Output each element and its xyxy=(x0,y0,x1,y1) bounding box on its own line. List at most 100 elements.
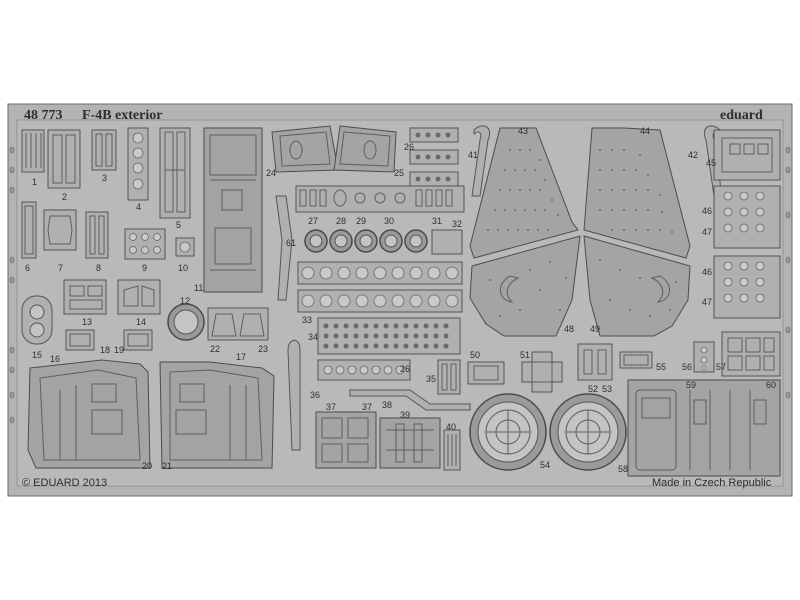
label-8: 8 xyxy=(96,263,101,273)
label-3: 3 xyxy=(102,173,107,183)
label-22: 22 xyxy=(210,344,220,354)
part-54 xyxy=(469,393,627,471)
label-18: 18 xyxy=(100,345,110,355)
label-13: 13 xyxy=(82,317,92,327)
part-15 xyxy=(21,295,53,345)
part-48 xyxy=(469,235,581,337)
part-57 xyxy=(721,331,781,377)
label-34: 34 xyxy=(308,332,318,342)
label-30: 30 xyxy=(384,216,394,226)
label-25: 25 xyxy=(394,168,404,178)
part-21 xyxy=(159,361,275,469)
copyright-text: © EDUARD 2013 xyxy=(22,477,107,489)
label-59: 59 xyxy=(686,380,696,390)
part-26-row xyxy=(317,359,411,381)
label-53: 53 xyxy=(602,384,612,394)
label-46: 46 xyxy=(702,206,712,216)
part-34 xyxy=(317,317,461,355)
part-39 xyxy=(379,417,441,469)
part-46-upper xyxy=(713,185,781,249)
label-14: 14 xyxy=(136,317,146,327)
label-60: 60 xyxy=(766,380,776,390)
part-9 xyxy=(124,228,166,260)
label-21: 21 xyxy=(162,461,172,471)
label-50: 50 xyxy=(470,350,480,360)
part-56 xyxy=(693,341,715,373)
part-55 xyxy=(619,351,653,369)
label-5: 5 xyxy=(176,220,181,230)
label-57: 57 xyxy=(716,362,726,372)
part-36 xyxy=(287,339,301,451)
label-10: 10 xyxy=(178,263,188,273)
label-35: 35 xyxy=(426,374,436,384)
label-44: 44 xyxy=(640,126,650,136)
part-44 xyxy=(583,127,691,259)
label-29: 29 xyxy=(356,216,366,226)
label-12: 12 xyxy=(180,296,190,306)
parts-27-32 xyxy=(295,185,465,213)
part-25 xyxy=(333,125,397,173)
label-46b: 46 xyxy=(702,267,712,277)
label-47: 47 xyxy=(702,227,712,237)
label-43: 43 xyxy=(518,126,528,136)
label-41: 41 xyxy=(468,150,478,160)
part-4 xyxy=(127,127,149,201)
part-52 xyxy=(577,343,613,381)
part-50 xyxy=(467,361,505,385)
fret-side-tabs xyxy=(9,146,791,424)
label-39: 39 xyxy=(400,410,410,420)
label-51: 51 xyxy=(520,350,530,360)
part-49 xyxy=(583,235,691,337)
label-11: 11 xyxy=(194,283,203,293)
label-55: 55 xyxy=(656,362,666,372)
part-22 xyxy=(207,307,269,341)
label-48: 48 xyxy=(564,324,574,334)
part-11 xyxy=(203,127,263,293)
part-2 xyxy=(47,129,81,189)
label-15: 15 xyxy=(32,350,42,360)
label-32: 32 xyxy=(452,219,462,229)
part-40 xyxy=(443,429,461,471)
label-40: 40 xyxy=(446,422,456,432)
label-20: 20 xyxy=(142,461,152,471)
part-37 xyxy=(315,411,377,469)
part-14 xyxy=(117,279,161,315)
label-54: 54 xyxy=(540,460,550,470)
label-26: 26 xyxy=(404,142,414,152)
label-37b: 37 xyxy=(362,402,372,412)
label-61: 61 xyxy=(286,238,296,248)
set-title: F-4B exterior xyxy=(82,108,162,123)
label-26b: 26 xyxy=(400,364,410,374)
label-17: 17 xyxy=(236,352,246,362)
part-51 xyxy=(521,351,563,393)
part-8 xyxy=(85,211,109,259)
part-5 xyxy=(159,127,191,219)
catalog-number: 48 773 xyxy=(24,108,63,123)
part-61 xyxy=(275,195,293,301)
part-35 xyxy=(437,359,461,395)
parts-ring-row xyxy=(304,229,463,255)
label-6: 6 xyxy=(25,263,30,273)
label-33: 33 xyxy=(302,315,312,325)
part-18 xyxy=(65,329,95,351)
label-2: 2 xyxy=(62,192,67,202)
origin-text: Made in Czech Republic xyxy=(652,477,772,489)
brand-logo-text: eduard xyxy=(720,108,763,123)
part-19 xyxy=(123,329,153,351)
label-58: 58 xyxy=(618,464,628,474)
label-49: 49 xyxy=(590,324,600,334)
label-45: 45 xyxy=(706,158,716,168)
part-1 xyxy=(21,129,45,173)
part-24 xyxy=(271,125,339,173)
part-labels: 1 2 3 4 5 6 7 8 9 10 11 12 13 14 15 16 1… xyxy=(25,126,776,474)
label-52: 52 xyxy=(588,384,598,394)
part-7 xyxy=(43,209,77,251)
label-1: 1 xyxy=(32,177,37,187)
label-28: 28 xyxy=(336,216,346,226)
label-42: 42 xyxy=(688,150,698,160)
label-24: 24 xyxy=(266,168,276,178)
part-26-blocks xyxy=(409,127,459,187)
label-27: 27 xyxy=(308,216,318,226)
label-37: 37 xyxy=(326,402,336,412)
